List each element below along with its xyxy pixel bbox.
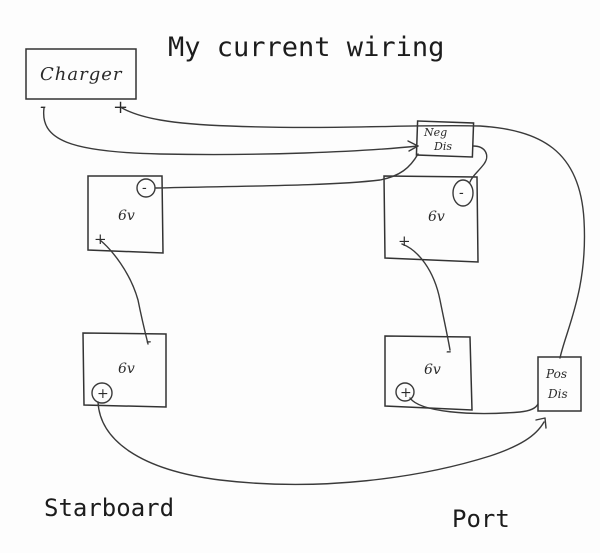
battery-positive-sign: + — [97, 386, 109, 402]
battery-starboard-bottom: 6v - + — [82, 331, 167, 408]
charger-box — [25, 48, 137, 100]
battery-box — [383, 175, 479, 263]
wire-neg-disconnect-to-port-top-neg — [469, 145, 488, 183]
battery-negative-sign: - — [459, 185, 464, 201]
wire-starboard-bottom-pos-to-pos-disconnect — [97, 401, 545, 486]
battery-positive-terminal — [395, 382, 415, 402]
pos-disconnect: Pos Dis — [537, 356, 582, 412]
battery-positive-terminal — [91, 382, 113, 404]
neg-disconnect-box — [415, 120, 475, 158]
battery-voltage-label: 6v — [428, 209, 445, 225]
battery-port-bottom: 6v - + — [384, 335, 473, 411]
wires — [42, 107, 586, 486]
neg-disconnect-line2: Dis — [433, 140, 452, 153]
wire-charger-pos-to-pos-disconnect — [121, 107, 586, 359]
wire-starboard-top-neg-to-neg-disconnect — [155, 153, 419, 189]
diagram-title: My current wiring — [168, 32, 444, 63]
battery-starboard-top: 6v - + — [87, 175, 164, 254]
battery-box — [384, 335, 473, 411]
port-label: Port — [452, 505, 510, 533]
battery-positive-terminal: + — [398, 232, 411, 250]
battery-negative-terminal — [452, 179, 474, 207]
charger-negative-terminal: - — [40, 96, 46, 117]
neg-disconnect: Neg Dis — [415, 120, 475, 158]
battery-negative-terminal — [136, 178, 156, 198]
battery-negative-terminal: - — [446, 341, 451, 360]
battery-port-top: 6v - + — [383, 175, 479, 263]
battery-positive-sign: + — [400, 385, 412, 401]
battery-positive-terminal: + — [94, 230, 107, 248]
wire-starboard-series — [99, 239, 149, 345]
starboard-label: Starboard — [44, 494, 174, 522]
neg-disconnect-line1: Neg — [423, 126, 447, 139]
pos-disconnect-line1: Pos — [545, 367, 567, 381]
battery-negative-sign: - — [142, 180, 147, 196]
pos-disconnect-line2: Dis — [547, 387, 568, 401]
battery-box — [87, 175, 164, 254]
wire-port-bottom-pos-to-pos-disconnect — [409, 397, 539, 415]
battery-voltage-label: 6v — [118, 208, 135, 224]
wire-port-series — [401, 243, 451, 351]
charger: Charger - + — [25, 48, 137, 118]
battery-voltage-label: 6v — [118, 361, 135, 377]
pos-disconnect-box — [537, 356, 582, 412]
charger-label: Charger — [40, 64, 123, 85]
battery-voltage-label: 6v — [424, 362, 441, 378]
battery-box — [82, 332, 167, 408]
wire-arrowhead — [535, 417, 547, 429]
charger-positive-terminal: + — [113, 97, 128, 118]
battery-negative-terminal: - — [146, 331, 151, 350]
wire-arrowhead — [407, 140, 419, 152]
wire-charger-neg-to-neg-disconnect — [42, 107, 419, 156]
